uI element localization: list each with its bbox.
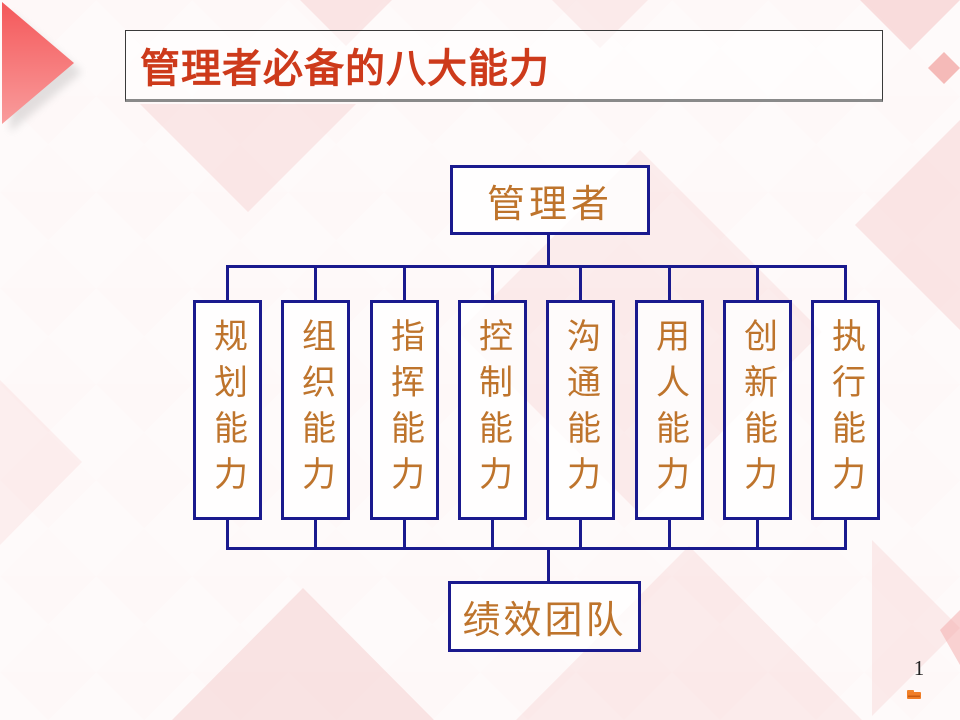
ability-label: 用人能力 bbox=[650, 318, 689, 502]
performance-team-box: 绩效团队 bbox=[448, 581, 641, 652]
ability-box-planning: 规划能力 bbox=[193, 300, 262, 520]
connector-stub-top bbox=[756, 268, 759, 301]
ability-box-organizing: 组织能力 bbox=[281, 300, 350, 520]
connector-stub-top bbox=[668, 268, 671, 301]
connector-root-vertical bbox=[547, 235, 550, 268]
ability-label: 控制能力 bbox=[473, 318, 512, 502]
connector-top-horizontal bbox=[226, 265, 847, 268]
logo-icon bbox=[906, 688, 924, 700]
connector-stub-top bbox=[314, 268, 317, 301]
connector-stub-top bbox=[403, 268, 406, 301]
ability-box-directing: 指挥能力 bbox=[370, 300, 439, 520]
connector-stub-bottom bbox=[844, 520, 847, 548]
ability-box-innovation: 创新能力 bbox=[723, 300, 792, 520]
connector-result-vertical bbox=[547, 550, 550, 582]
ability-box-execution: 执行能力 bbox=[811, 300, 880, 520]
connector-bottom-horizontal bbox=[226, 547, 847, 550]
connector-stub-top bbox=[226, 268, 229, 301]
ability-box-communication: 沟通能力 bbox=[546, 300, 615, 520]
manager-label: 管理者 bbox=[486, 183, 613, 226]
ability-box-staffing: 用人能力 bbox=[635, 300, 704, 520]
connector-stub-bottom bbox=[403, 520, 406, 548]
performance-team-label: 绩效团队 bbox=[462, 600, 627, 642]
slide-title: 管理者必备的八大能力 bbox=[140, 47, 550, 91]
page-number: 1 bbox=[913, 656, 925, 680]
ability-label: 组织能力 bbox=[296, 318, 335, 502]
connector-stub-top bbox=[844, 268, 847, 301]
manager-box: 管理者 bbox=[450, 165, 650, 235]
connector-stub-bottom bbox=[579, 520, 582, 548]
ability-label: 指挥能力 bbox=[385, 318, 424, 502]
connector-stub-bottom bbox=[491, 520, 494, 548]
connector-stub-bottom bbox=[756, 520, 759, 548]
connector-stub-bottom bbox=[226, 520, 229, 548]
slide-title-box: 管理者必备的八大能力 bbox=[125, 30, 883, 102]
connector-stub-top bbox=[579, 268, 582, 301]
connector-stub-bottom bbox=[314, 520, 317, 548]
connector-stub-bottom bbox=[668, 520, 671, 548]
ability-label: 规划能力 bbox=[208, 318, 247, 502]
ability-box-controlling: 控制能力 bbox=[458, 300, 527, 520]
connector-stub-top bbox=[491, 268, 494, 301]
ability-label: 创新能力 bbox=[738, 318, 777, 502]
ability-label: 沟通能力 bbox=[561, 318, 600, 502]
ability-label: 执行能力 bbox=[826, 318, 865, 502]
